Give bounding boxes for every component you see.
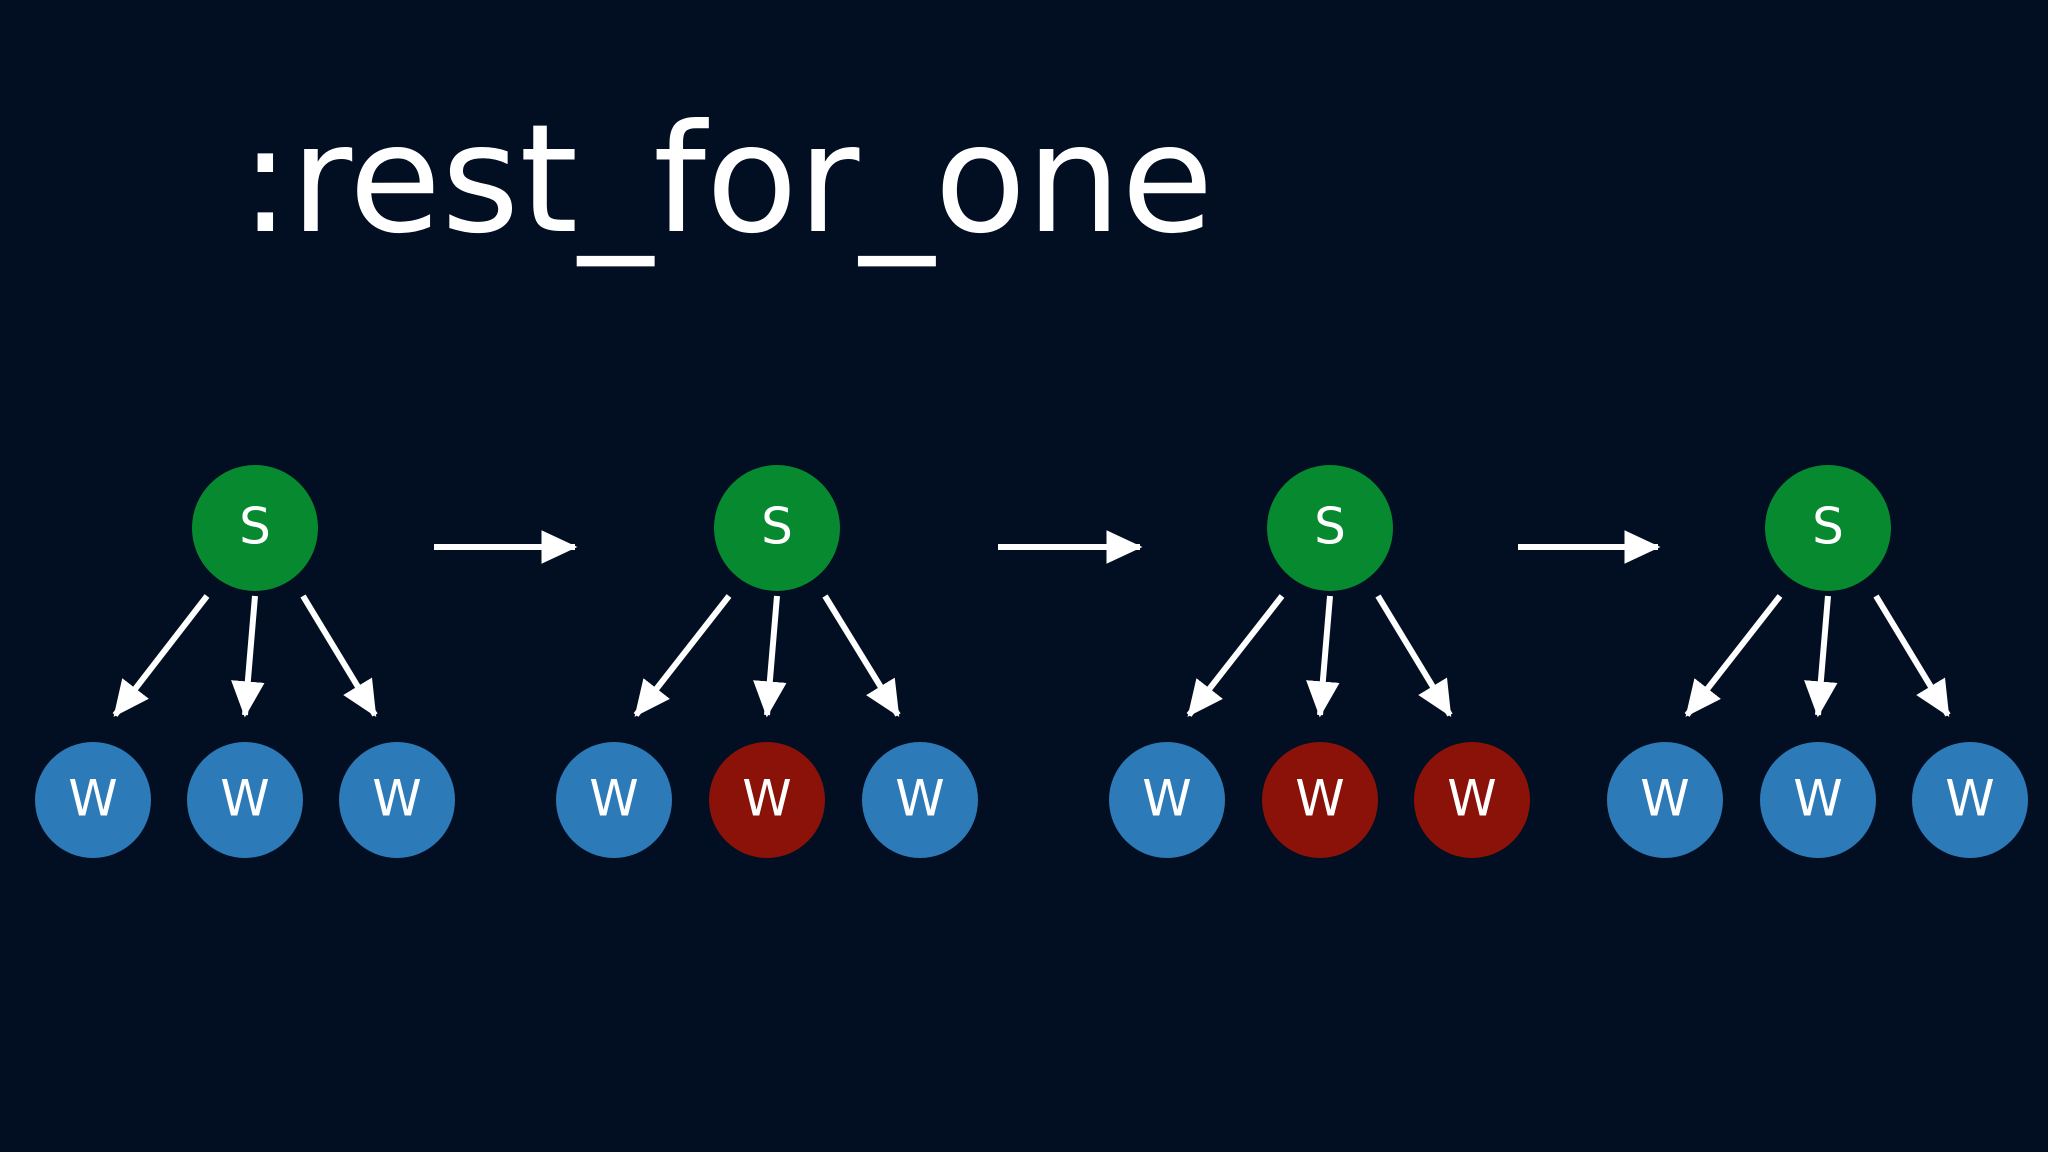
worker-label: W [1640, 770, 1689, 828]
supervision-arrow [112, 594, 210, 717]
worker-node-failed: W [1414, 742, 1530, 858]
supervisor-node: S [714, 465, 840, 591]
supervisor-label: S [1314, 498, 1346, 556]
supervision-arrow [1306, 595, 1340, 718]
worker-label: W [589, 770, 638, 828]
supervisor-node: S [1765, 465, 1891, 591]
worker-node: W [35, 742, 151, 858]
worker-label: W [220, 770, 269, 828]
worker-node: W [1607, 742, 1723, 858]
worker-node: W [1109, 742, 1225, 858]
supervision-arrow [1804, 595, 1838, 718]
worker-node-circle [187, 742, 303, 858]
supervision-arrow [231, 595, 265, 718]
supervision-arrow [1186, 594, 1285, 717]
worker-node-circle [556, 742, 672, 858]
supervisor-node-circle [1267, 465, 1393, 591]
worker-node-failed-circle [1262, 742, 1378, 858]
worker-label: W [1793, 770, 1842, 828]
supervisor-node-circle [1765, 465, 1891, 591]
worker-node-failed-circle [709, 742, 825, 858]
worker-node-failed: W [709, 742, 825, 858]
worker-node-circle [1760, 742, 1876, 858]
worker-label: W [372, 770, 421, 828]
supervision-arrow [1684, 594, 1783, 717]
worker-node-failed-circle [1414, 742, 1530, 858]
worker-label: W [1142, 770, 1191, 828]
worker-node-circle [1607, 742, 1723, 858]
supervisor-label: S [239, 498, 271, 556]
supervisor-node: S [192, 465, 318, 591]
worker-label: W [1295, 770, 1344, 828]
supervisor-label: S [1812, 498, 1844, 556]
worker-node-circle [339, 742, 455, 858]
supervisor-label: S [761, 498, 793, 556]
worker-node: W [1912, 742, 2028, 858]
worker-node: W [556, 742, 672, 858]
supervision-arrow [1873, 594, 1951, 718]
supervision-arrow [822, 594, 901, 718]
worker-label: W [1945, 770, 1994, 828]
worker-node-failed: W [1262, 742, 1378, 858]
worker-label: W [742, 770, 791, 828]
supervision-arrow [753, 595, 787, 718]
supervisor-node-circle [714, 465, 840, 591]
worker-node-circle [1912, 742, 2028, 858]
worker-node: W [339, 742, 455, 858]
supervision-arrow [300, 594, 378, 718]
worker-node-circle [862, 742, 978, 858]
supervision-arrow [633, 594, 732, 717]
worker-node-circle [1109, 742, 1225, 858]
worker-node: W [187, 742, 303, 858]
worker-label: W [895, 770, 944, 828]
supervision-arrow [1375, 594, 1453, 718]
supervisor-node-circle [192, 465, 318, 591]
worker-node-circle [35, 742, 151, 858]
worker-node: W [1760, 742, 1876, 858]
page-title: :rest_for_one [240, 93, 1214, 267]
supervisor-node: S [1267, 465, 1393, 591]
worker-label: W [68, 770, 117, 828]
worker-label: W [1447, 770, 1496, 828]
worker-node: W [862, 742, 978, 858]
